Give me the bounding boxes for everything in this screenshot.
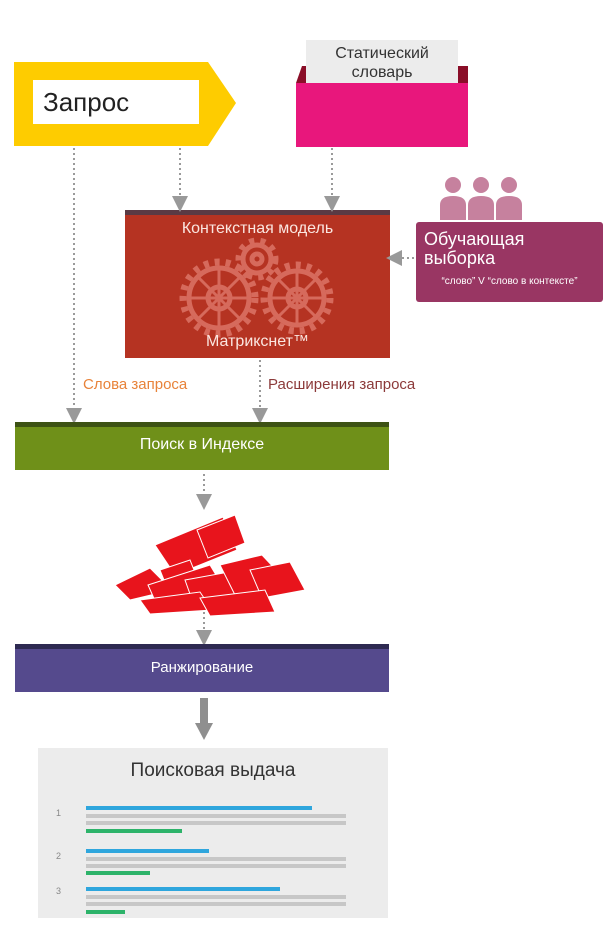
result-link-bar [86,806,312,810]
training-sample-box [416,222,603,302]
training-sample-title: Обучающая выборка [424,229,525,268]
result-snippet-bar [86,895,346,899]
index-search-box [15,422,389,470]
result-number: 1 [56,808,62,818]
context-model-box [125,210,390,358]
result-url-bar [86,829,182,833]
context-model-title: Контекстная модель [181,220,334,237]
result-url-bar [86,910,125,914]
matrixnet-label: Матрикснет™ [206,333,309,350]
result-snippet-bar [86,821,346,825]
training-sample-note: “слово” V “слово в контексте” [441,276,578,287]
dictionary-box [296,83,468,147]
search-results-title: Поисковая выдача [130,760,296,781]
result-number: 2 [56,851,62,861]
index-search-label: Поиск в Индексе [139,436,265,453]
query-label: Запрос [33,80,199,124]
dictionary-label: Статический словарь [306,40,458,86]
result-link-bar [86,849,209,853]
ranking-box [15,644,389,692]
result-snippet-bar [86,864,346,868]
result-url-bar [86,871,150,875]
ranking-label: Ранжирование [150,659,254,676]
result-link-bar [86,887,280,891]
result-number: 3 [56,886,62,896]
result-snippet-bar [86,814,346,818]
result-snippet-bar [86,857,346,861]
query-words-label: Слова запроса [83,376,188,393]
query-extensions-label: Расширения запроса [268,376,416,393]
result-snippet-bar [86,902,346,906]
ranking-to-results-arrow [200,698,208,724]
